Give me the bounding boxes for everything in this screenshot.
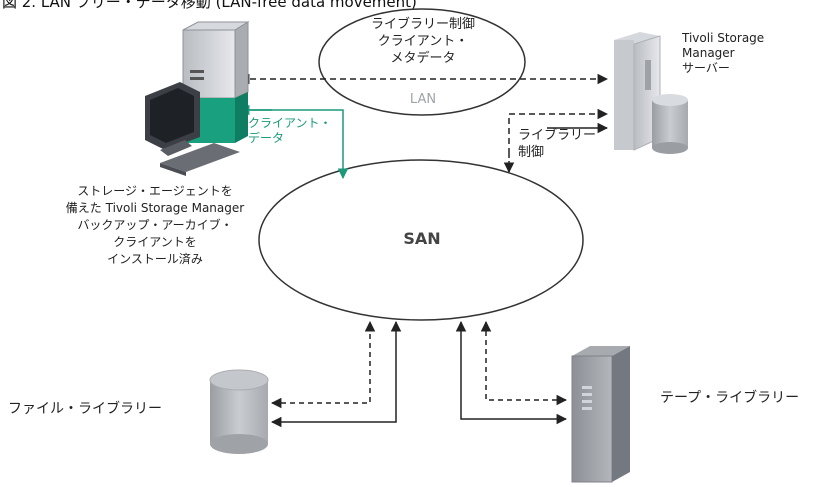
client-description-line-1: ストレージ・エージェントを <box>77 184 233 198</box>
disk-cylinder-icon <box>209 369 269 454</box>
server-label-line-3: サーバー <box>682 61 730 75</box>
lan-ellipse <box>318 8 526 116</box>
client-workstation-icon <box>145 21 250 176</box>
figure-title: 図 2. LAN フリー・データ移動 (LAN-free data moveme… <box>2 0 417 11</box>
file-library-dashed-arrow <box>270 320 376 409</box>
server-tower-icon <box>614 32 688 154</box>
client-data-label-line-2: データ <box>248 131 285 145</box>
server-label-line-2: Manager <box>682 46 735 60</box>
client-description-line-5: インストール済み <box>107 252 203 266</box>
library-control-arrow-up <box>508 108 609 154</box>
client-description-line-2: 備えた Tivoli Storage Manager <box>65 201 245 215</box>
lan-content-line-1: ライブラリー制御 <box>370 17 475 32</box>
tape-library-dashed-arrow <box>480 320 568 406</box>
tape-library-icon <box>571 346 630 483</box>
lan-content-line-2: クライアント・ <box>377 34 469 49</box>
lan-content-line-3: メタデータ <box>390 51 456 66</box>
tape-library-solid-arrow <box>455 320 568 425</box>
file-library-solid-arrow <box>270 320 402 428</box>
tape-library-label: テープ・ライブラリー <box>660 390 800 406</box>
client-description-line-3: バックアップ・アーカイブ・ <box>77 218 233 232</box>
file-library-label: ファイル・ライブラリー <box>8 401 162 417</box>
client-data-path <box>250 109 349 180</box>
lan-label: LAN <box>409 92 437 107</box>
san-label: SAN <box>403 229 441 248</box>
library-control-label-line-2: 制御 <box>518 145 545 160</box>
client-description-line-4: クライアントを <box>113 235 197 249</box>
library-control-label-line-1: ライブラリー <box>518 128 597 143</box>
server-label-line-1: Tivoli Storage <box>682 31 765 45</box>
san-ellipse <box>258 159 584 321</box>
client-data-label-line-1: クライアント・ <box>248 116 332 130</box>
